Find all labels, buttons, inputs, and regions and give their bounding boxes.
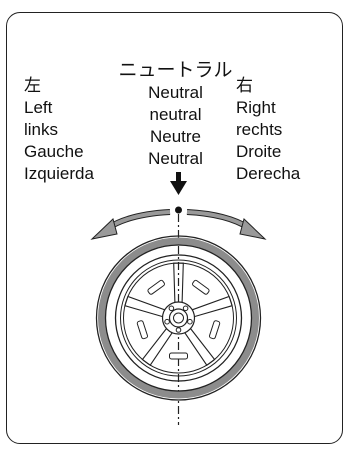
right-turn-arrow-icon	[187, 212, 265, 239]
lug-nut	[169, 306, 174, 311]
neutral-down-arrow-icon	[170, 172, 187, 195]
wheel-spoke	[125, 297, 165, 317]
lug-nut	[183, 306, 188, 311]
lug-nut	[165, 319, 170, 324]
vent-slot	[170, 353, 188, 359]
vent-slot	[137, 320, 148, 339]
wheel-spoke	[192, 297, 232, 317]
vent-slot	[192, 280, 210, 295]
vent-slot	[147, 280, 165, 295]
vent-slot	[209, 320, 220, 339]
lug-nut	[188, 319, 193, 324]
left-turn-arrow-icon	[92, 212, 170, 239]
lug-nut	[176, 328, 181, 333]
neutral-center-dot	[175, 207, 182, 214]
